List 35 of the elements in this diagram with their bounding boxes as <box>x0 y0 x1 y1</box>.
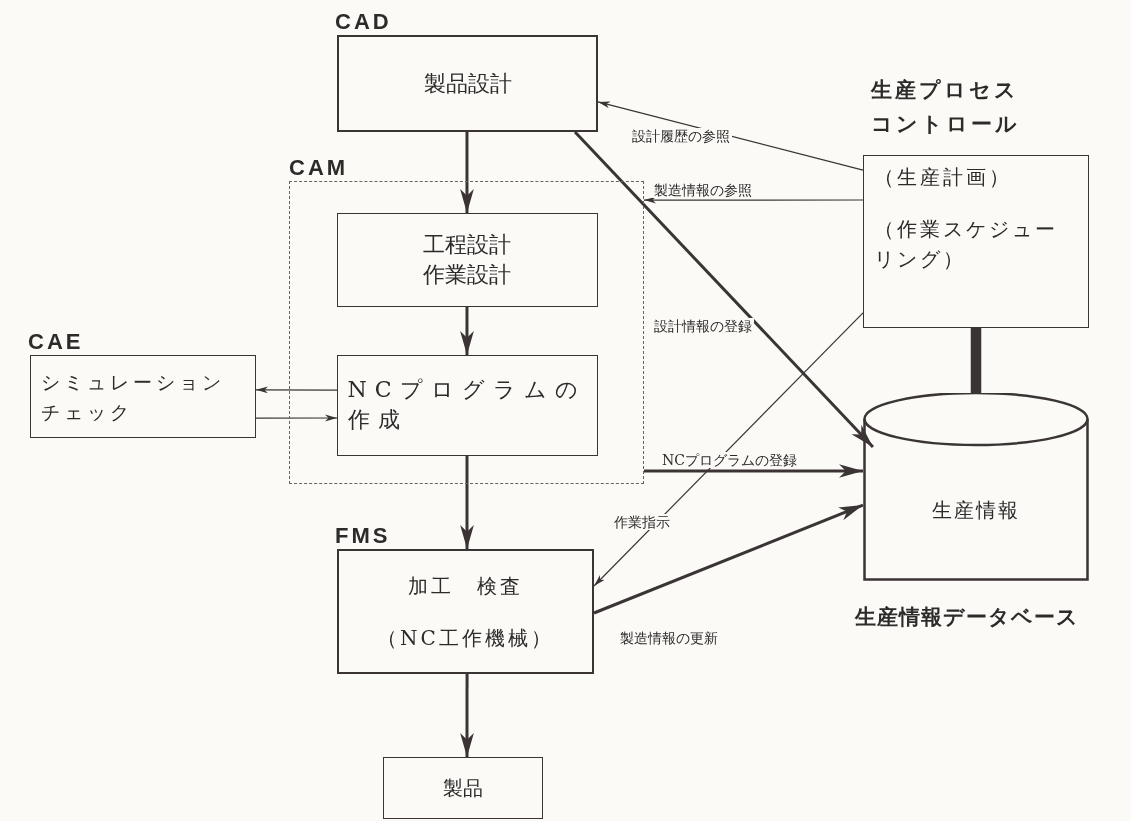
arrow <box>593 312 864 587</box>
edge-label: 設計履歴の参照 <box>630 128 732 144</box>
edge-label: NCプログラムの登録 <box>660 452 799 468</box>
box-heading: CAD <box>335 10 392 34</box>
caption-text: 生産情報データベース <box>855 605 1079 629</box>
edge-label: 製造情報の更新 <box>618 630 720 646</box>
arrow <box>460 674 474 757</box>
box-text: 生産情報 <box>931 497 1021 524</box>
arrow <box>460 132 474 213</box>
box-text: 工程設計作業設計 <box>422 230 512 289</box>
box-text: シミュレーションチェック <box>41 369 226 425</box>
arrow <box>597 101 864 171</box>
box-text: 加工 検査 <box>408 572 523 600</box>
edge-label: 製造情報の参照 <box>652 182 754 198</box>
box-heading: FMS <box>335 524 391 548</box>
box-text: 製品 <box>443 775 483 802</box>
edge-label: 設計情報の登録 <box>652 318 754 334</box>
box-heading: CAE <box>28 330 84 354</box>
box-text: 製品設計 <box>423 69 512 98</box>
box-heading: 生産プロセスコントロール <box>871 77 1021 138</box>
arrow <box>255 386 338 394</box>
arrow <box>460 456 474 549</box>
connector-line <box>970 328 982 393</box>
box-text: NCプログラムの作成 <box>347 376 587 434</box>
edge-label: 作業指示 <box>612 514 672 530</box>
arrow <box>573 130 875 448</box>
box-text: （作業スケジューリング） <box>874 216 1059 273</box>
arrow <box>593 503 864 615</box>
box-text: （生産計画） <box>874 164 1012 191</box>
arrow <box>644 464 863 478</box>
arrow <box>255 414 338 422</box>
box-heading: CAM <box>289 156 349 180</box>
box-text: （NC工作機械） <box>377 624 554 652</box>
arrow <box>643 196 864 204</box>
arrow <box>460 307 474 355</box>
